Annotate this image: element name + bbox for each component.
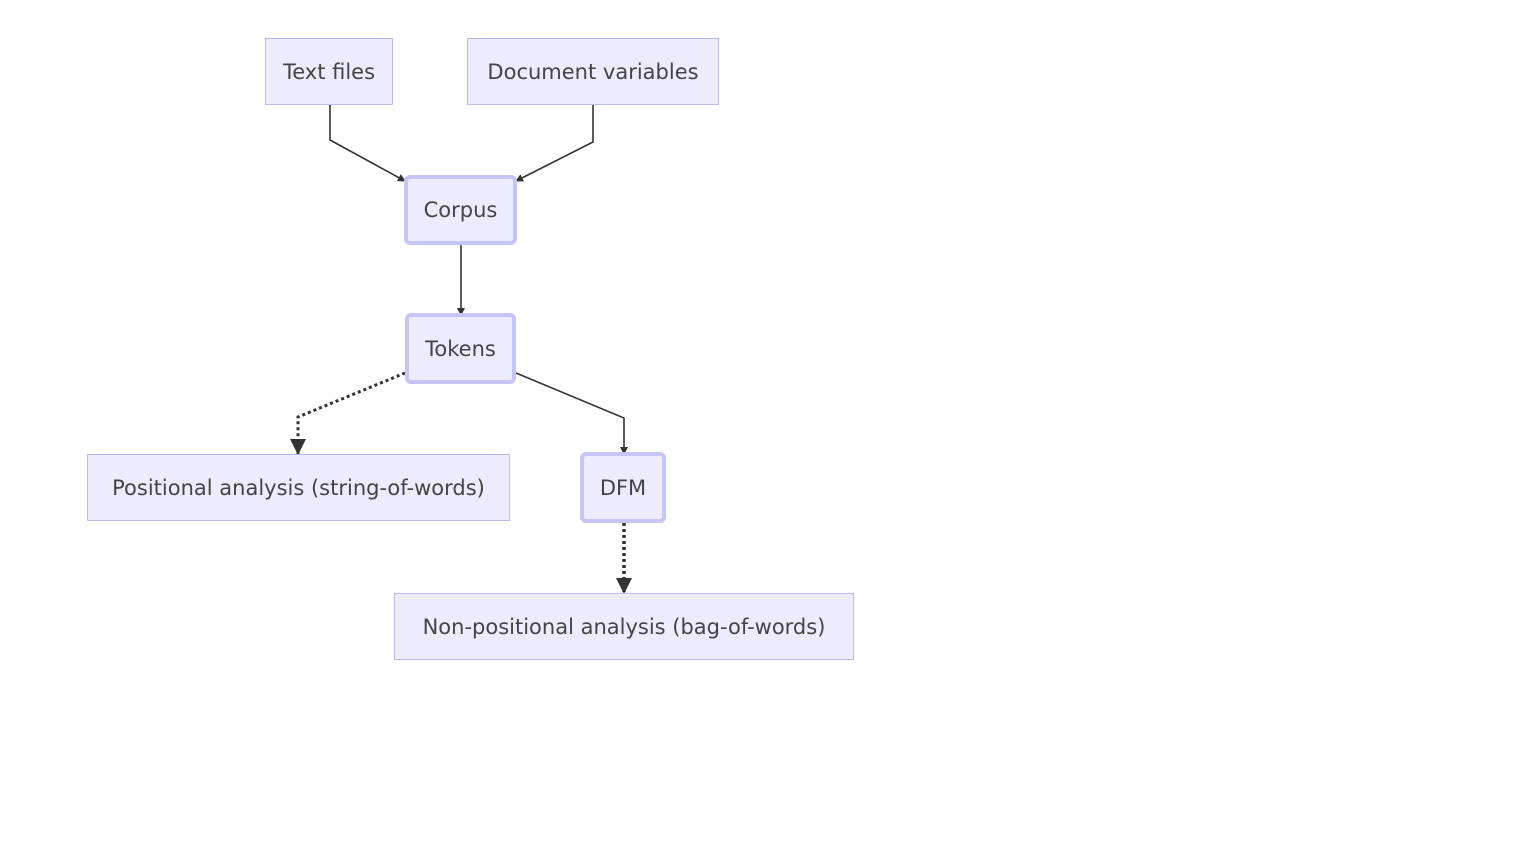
- edge-textfiles-corpus: [329, 105, 406, 182]
- edge-tokens-positional: [290, 371, 406, 455]
- node-tokens: Tokens: [405, 313, 516, 384]
- edge-tokens-dfm: [515, 372, 628, 455]
- node-dfm: DFM: [580, 452, 666, 523]
- node-corpus: Corpus: [404, 175, 517, 245]
- node-positional-analysis: Positional analysis (string-of-words): [87, 454, 510, 521]
- edge-docvars-corpus: [515, 105, 594, 182]
- node-non-positional-analysis: Non-positional analysis (bag-of-words): [394, 593, 854, 660]
- node-text-files: Text files: [265, 38, 393, 105]
- node-document-variables: Document variables: [467, 38, 719, 105]
